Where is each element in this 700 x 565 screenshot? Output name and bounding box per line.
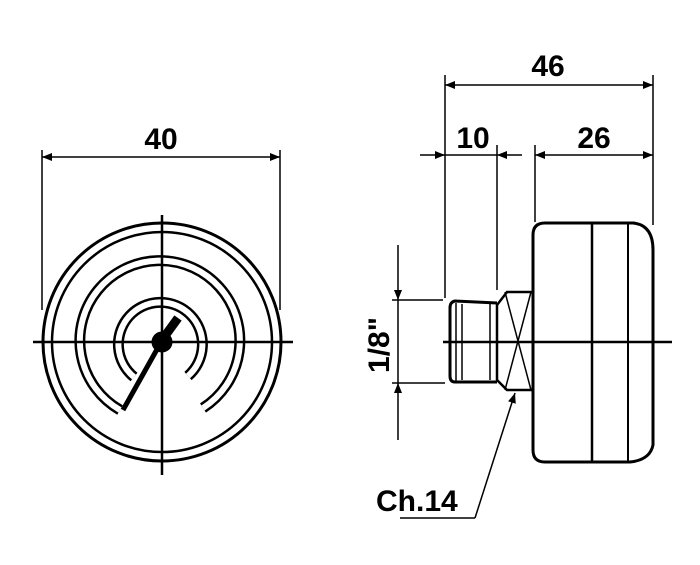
leader-line-wrench-size — [474, 392, 516, 519]
wrench-size-label: Ch.14 — [376, 485, 458, 518]
pointer-needle — [120, 342, 163, 412]
scale-arc-outer-fill — [76, 257, 243, 413]
dim-diameter-label: 40 — [144, 123, 177, 156]
side-view — [392, 75, 672, 519]
dim-thread-label: 1/8" — [363, 317, 396, 373]
dim-total-length-label: 46 — [531, 50, 564, 83]
gauge-case — [531, 221, 655, 464]
pointer-hub — [151, 331, 173, 353]
scale-arc-inner-fill — [115, 299, 206, 380]
dim-case-depth-label: 26 — [577, 122, 610, 155]
front-view — [33, 150, 293, 475]
dim-connection-length-label: 10 — [456, 122, 489, 155]
